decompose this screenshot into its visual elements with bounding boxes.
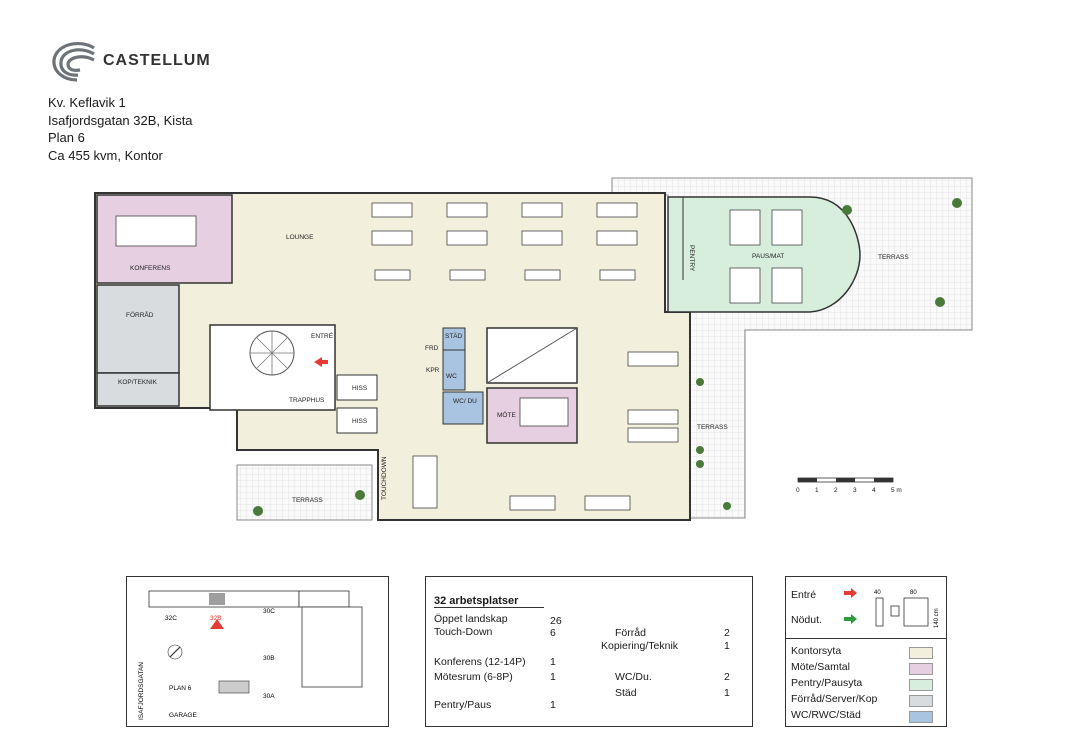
legend-wc-label: WC/RWC/Städ bbox=[791, 709, 861, 721]
address-property: Kv. Keflavik 1 bbox=[48, 95, 126, 110]
stat-oppet-landskap-label: Öppet landskap bbox=[434, 613, 508, 625]
address-floor: Plan 6 bbox=[48, 130, 85, 145]
key-map-marker-icon bbox=[210, 619, 224, 629]
legend-nodut-label: Nödut. bbox=[791, 614, 822, 626]
key-label-30b: 30B bbox=[263, 655, 275, 662]
dim-140: 140 cm bbox=[934, 608, 940, 628]
label-terrass-south-east: TERRASS bbox=[697, 424, 728, 431]
label-hiss-1: HISS bbox=[352, 385, 368, 392]
legend-pentry-swatch bbox=[909, 679, 933, 691]
elevator-2 bbox=[336, 407, 378, 434]
label-kop-teknik: KOP/TEKNIK bbox=[118, 379, 158, 386]
stat-forrad-label: Förråd bbox=[615, 627, 646, 639]
address-street: Isafjordsgatan 32B, Kista bbox=[48, 112, 193, 128]
key-label-30c: 30C bbox=[263, 608, 275, 615]
legend-entre-label: Entré bbox=[791, 589, 817, 601]
label-lounge: LOUNGE bbox=[286, 234, 314, 241]
terrace-south bbox=[236, 464, 373, 521]
label-mote: MÖTE bbox=[497, 411, 516, 419]
label-frd: FRD bbox=[425, 345, 439, 352]
legend-forrad-swatch bbox=[909, 695, 933, 707]
stat-forrad-value: 2 bbox=[724, 627, 730, 639]
label-wc-du: WC/ DU bbox=[453, 398, 477, 405]
elevator-1 bbox=[336, 374, 378, 401]
stat-stad-value: 1 bbox=[724, 687, 730, 699]
room-wc bbox=[442, 349, 466, 391]
label-terrass-east: TERRASS bbox=[878, 254, 909, 261]
address-area: Ca 455 kvm, Kontor bbox=[48, 147, 163, 163]
legend: Entré Nödut. 40 80 140 cm Kontorsyta Möt… bbox=[785, 576, 947, 727]
stat-touch-down-label: Touch-Down bbox=[434, 626, 493, 638]
scale-tick-2: 2 bbox=[834, 487, 838, 494]
brand-name: CASTELLUM bbox=[103, 52, 211, 69]
workspace-summary: 32 arbetsplatser Öppet landskap 26 Touch… bbox=[425, 576, 753, 727]
legend-forrad-label: Förråd/Server/Kop bbox=[791, 693, 878, 705]
scale-tick-5: 5 m bbox=[891, 487, 902, 494]
stat-touch-down-value: 6 bbox=[550, 627, 556, 639]
stat-oppet-landskap-value: 26 bbox=[550, 615, 562, 627]
key-label-street: ISAFJORDSGATAN bbox=[138, 662, 145, 720]
scale-tick-3: 3 bbox=[853, 487, 857, 494]
key-label-plan: PLAN 6 bbox=[169, 685, 192, 692]
label-wc: WC bbox=[446, 373, 457, 380]
label-entre: ENTRÉ bbox=[311, 331, 334, 340]
stat-wc-value: 2 bbox=[724, 671, 730, 683]
label-pentry: PENTRY bbox=[688, 245, 695, 272]
plants bbox=[253, 198, 962, 516]
legend-kontorsyta-swatch bbox=[909, 647, 933, 659]
stat-kopiering-value: 1 bbox=[724, 640, 730, 652]
legend-kontorsyta-label: Kontorsyta bbox=[791, 645, 842, 657]
label-stad: STÄD bbox=[445, 332, 463, 340]
key-map: 32C 32B 30C 30B 30A PLAN 6 GARAGE ISAFJO… bbox=[126, 576, 389, 727]
castellum-logo bbox=[52, 42, 95, 82]
stat-motesrum-label: Mötesrum (6-8P) bbox=[434, 671, 513, 683]
entre-arrow-icon bbox=[844, 588, 857, 598]
scale-tick-4: 4 bbox=[872, 487, 876, 494]
legend-pentry-label: Pentry/Pausyta bbox=[791, 677, 863, 689]
scale-tick-1: 1 bbox=[815, 487, 819, 494]
key-label-30a: 30A bbox=[263, 693, 275, 700]
compass-icon bbox=[167, 644, 183, 660]
workstations bbox=[115, 202, 803, 511]
room-wc-du bbox=[442, 391, 484, 425]
entrance-arrow-icon bbox=[314, 357, 328, 367]
stat-konferens-value: 1 bbox=[550, 656, 556, 668]
label-kpr: KPR bbox=[426, 367, 440, 374]
stat-stad-label: Städ bbox=[615, 687, 637, 699]
legend-mote-label: Möte/Samtal bbox=[791, 661, 850, 673]
legend-mote-swatch bbox=[909, 663, 933, 675]
label-trapphus: TRAPPHUS bbox=[289, 397, 325, 404]
label-konferens: KONFERENS bbox=[130, 265, 171, 272]
room-forrad bbox=[96, 284, 180, 374]
floor-plan: KONFERENS LOUNGE PENTRY PAUS/MAT TERRASS… bbox=[94, 177, 973, 521]
stat-motesrum-value: 1 bbox=[550, 671, 556, 683]
room-paus-mat bbox=[667, 196, 861, 313]
key-label-32b: 32B bbox=[210, 615, 222, 622]
stat-pentry-label: Pentry/Paus bbox=[434, 699, 492, 711]
label-hiss-2: HISS bbox=[352, 418, 368, 425]
summary-heading: 32 arbetsplatser bbox=[434, 595, 519, 607]
desk-dimensions-icon: 40 80 140 cm bbox=[874, 590, 940, 628]
key-label-garage: GARAGE bbox=[169, 712, 197, 719]
label-forrad: FÖRRÅD bbox=[126, 310, 154, 319]
key-label-32c: 32C bbox=[165, 615, 177, 622]
stat-pentry-value: 1 bbox=[550, 699, 556, 711]
scale-tick-0: 0 bbox=[796, 487, 800, 494]
dim-80: 80 bbox=[910, 590, 917, 596]
scale-bar: 0 1 2 3 4 5 m bbox=[796, 477, 902, 494]
address-block: Kv. Keflavik 1 Isafjordsgatan 32B, Kista… bbox=[48, 94, 193, 164]
label-terrass-south: TERRASS bbox=[292, 497, 323, 504]
emergency-exit-arrow-icon bbox=[844, 614, 857, 624]
stat-kopiering-label: Kopiering/Teknik bbox=[601, 640, 679, 652]
legend-wc-swatch bbox=[909, 711, 933, 723]
label-paus-mat: PAUS/MAT bbox=[752, 253, 784, 260]
room-kop-teknik bbox=[96, 372, 180, 407]
dim-40: 40 bbox=[874, 590, 881, 596]
label-touchdown: TOUCHDOWN bbox=[381, 456, 388, 500]
stat-wc-label: WC/Du. bbox=[615, 671, 652, 683]
stat-konferens-label: Konferens (12-14P) bbox=[434, 656, 526, 668]
